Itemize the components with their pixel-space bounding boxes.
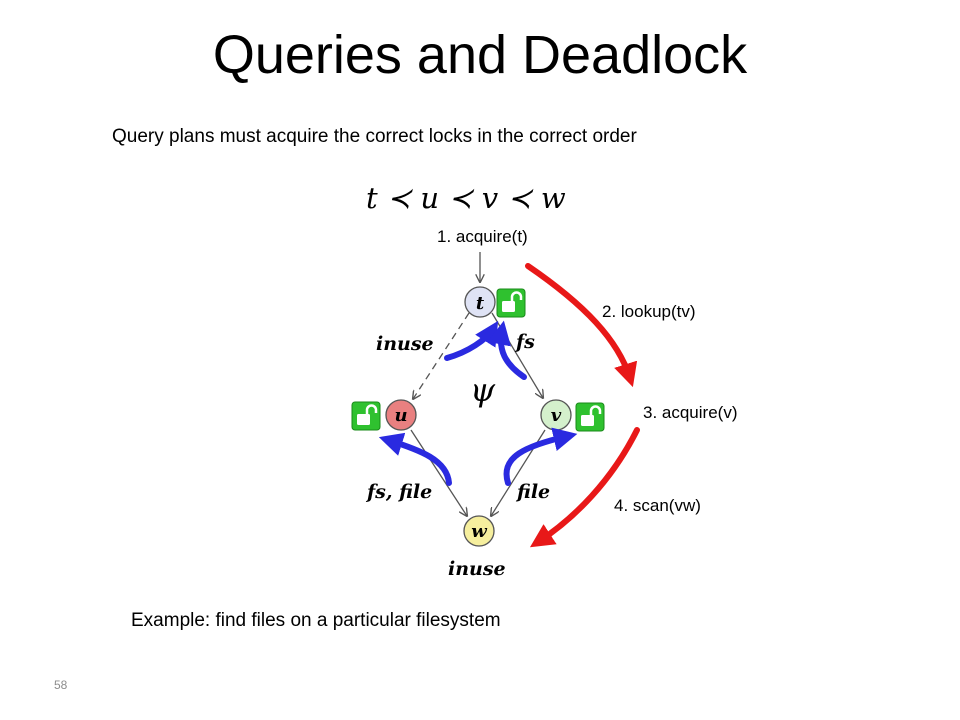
step-1-label: 1. acquire(t): [437, 227, 528, 246]
edge-label-fs: fs: [514, 331, 535, 353]
node-v-label: v: [551, 405, 562, 426]
page-number: 58: [54, 678, 68, 692]
node-t-label: t: [476, 293, 485, 314]
unlocked-padlock-icon: [574, 401, 606, 433]
example-caption: Example: find files on a particular file…: [131, 610, 501, 631]
edge-label-fs-file: fs, file: [365, 481, 432, 503]
red-arrow-scan-vw: [529, 427, 640, 548]
node-u-label: u: [394, 405, 407, 426]
node-w-attr-inuse: inuse: [448, 558, 506, 580]
node-v: v: [540, 399, 572, 431]
node-t: t: [464, 286, 496, 318]
step-4-label: 4. scan(vw): [614, 496, 701, 515]
edge-t-v: [491, 312, 543, 398]
node-w-circle: [463, 515, 495, 547]
edge-t-u: [413, 312, 470, 399]
lock-ordering-formula: t ≺ u ≺ v ≺ w: [366, 181, 566, 215]
blue-arrow-fs-to-t: [487, 320, 527, 380]
edge-label-file: file: [515, 481, 550, 503]
step-3-label: 3. acquire(v): [643, 403, 738, 422]
node-t-circle: [464, 286, 496, 318]
node-u: u: [385, 399, 417, 431]
slide-title: Queries and Deadlock: [212, 25, 748, 85]
node-u-circle: [385, 399, 417, 431]
blue-arrow-fs-file-to-u: [378, 432, 452, 486]
node-w-label: w: [471, 521, 488, 542]
step-2-label: 2. lookup(tv): [602, 302, 696, 321]
blue-arrow-file-to-v: [503, 427, 578, 486]
psi-symbol: ψ: [470, 371, 496, 409]
unlocked-padlock-icon: [495, 287, 527, 319]
blue-arrow-inuse-to-t: [444, 320, 499, 361]
node-w: w: [463, 515, 495, 547]
slide-subtitle: Query plans must acquire the correct loc…: [112, 126, 637, 147]
edge-label-inuse: inuse: [376, 333, 434, 355]
red-arrow-lookup-tv: [525, 263, 638, 388]
unlocked-padlock-icon: [350, 400, 382, 432]
edge-u-w: [410, 429, 467, 516]
